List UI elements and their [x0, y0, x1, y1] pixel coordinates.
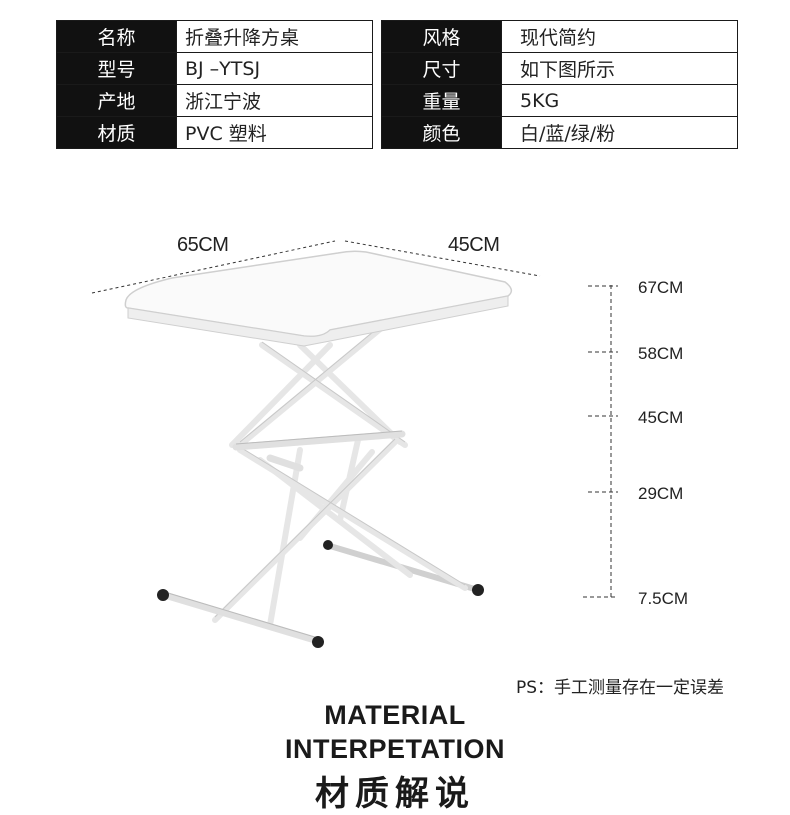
- spec-label: 名称: [56, 20, 177, 53]
- spec-row: 尺寸 如下图所示: [381, 52, 738, 85]
- spec-label: 产地: [56, 84, 177, 117]
- table-front-base: [157, 589, 324, 648]
- spec-table-left: 名称 折叠升降方桌 型号 BJ –YTSJ 产地 浙江宁波 材质 PVC 塑料: [56, 20, 373, 149]
- length-label: 65CM: [177, 234, 229, 256]
- section-heading-line1: MATERIAL: [324, 700, 466, 730]
- middle-crossbar: [232, 430, 406, 472]
- height-label: 58CM: [638, 344, 684, 363]
- scissor-legs-outline: [214, 321, 466, 618]
- spec-value: 折叠升降方桌: [176, 20, 373, 53]
- spec-value: PVC 塑料: [176, 116, 373, 149]
- spec-row: 风格 现代简约: [381, 20, 738, 53]
- spec-value: 浙江宁波: [176, 84, 373, 117]
- section-heading-line2: INTERPETATION: [285, 734, 505, 764]
- spec-row: 名称 折叠升降方桌: [56, 20, 373, 53]
- spec-table-right: 风格 现代简约 尺寸 如下图所示 重量 5KG 颜色 白/蓝/绿/粉: [381, 20, 738, 149]
- spec-label: 重量: [381, 84, 502, 117]
- spec-label: 风格: [381, 20, 502, 53]
- height-label: 45CM: [638, 408, 684, 427]
- spec-row: 型号 BJ –YTSJ: [56, 52, 373, 85]
- width-label: 45CM: [448, 234, 500, 256]
- height-label: 29CM: [638, 484, 684, 503]
- table-top: [124, 250, 513, 347]
- scissor-legs: [212, 322, 468, 628]
- height-label: 7.5CM: [638, 589, 689, 608]
- spec-value: 现代简约: [501, 20, 738, 53]
- spec-row: 产地 浙江宁波: [56, 84, 373, 117]
- folding-table-illustration: [91, 240, 618, 648]
- spec-value: BJ –YTSJ: [176, 52, 373, 85]
- spec-label: 颜色: [381, 116, 502, 149]
- section-heading-line3: 材质解说: [315, 775, 475, 813]
- spec-label: 材质: [56, 116, 177, 149]
- height-ruler: [583, 285, 618, 598]
- spec-label: 尺寸: [381, 52, 502, 85]
- spec-value: 5KG: [501, 84, 738, 117]
- spec-row: 材质 PVC 塑料: [56, 116, 373, 149]
- spec-row: 重量 5KG: [381, 84, 738, 117]
- measurement-note: PS：手工测量存在一定误差: [516, 678, 725, 698]
- spec-row: 颜色 白/蓝/绿/粉: [381, 116, 738, 149]
- height-label: 67CM: [638, 278, 684, 297]
- spec-value: 白/蓝/绿/粉: [501, 116, 738, 149]
